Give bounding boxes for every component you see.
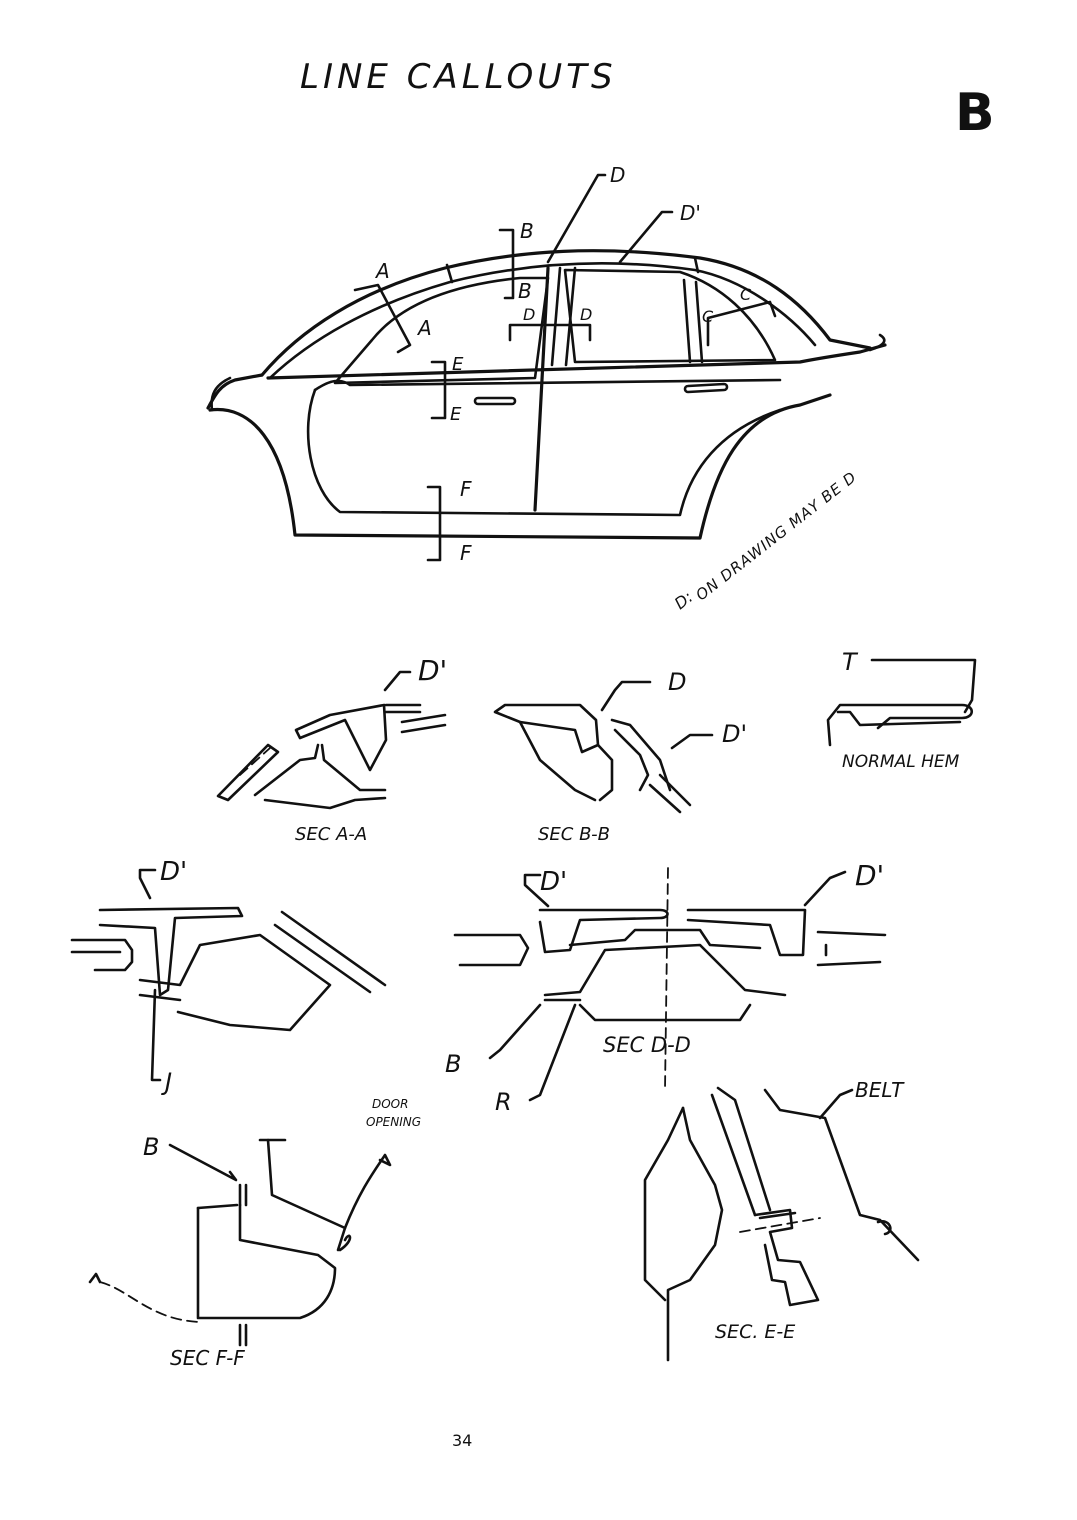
callout-d: D	[610, 163, 625, 187]
normal-hem	[826, 658, 977, 747]
section-j	[70, 868, 387, 1082]
door-note-line2: OPENING	[366, 1115, 421, 1129]
callout-f-bottom: F	[460, 541, 472, 565]
page-title: LINE CALLOUTS	[300, 57, 617, 97]
section-f-f	[88, 1138, 392, 1347]
section-e-e	[643, 1086, 920, 1362]
sec-d-d-callout-left: D'	[540, 867, 567, 897]
door-note-line1: DOOR	[372, 1097, 408, 1111]
callout-c-small-left: C	[702, 307, 714, 326]
sec-j-callout-j: J	[161, 1068, 172, 1096]
sec-b-b-callout-d: D	[668, 668, 686, 696]
section-a-a	[216, 670, 447, 810]
sec-a-a-label: SEC A-A	[295, 824, 367, 845]
sec-d-d-callout-right: D'	[855, 859, 884, 892]
section-d-d	[453, 867, 887, 1102]
callout-d-small-left: D	[523, 305, 535, 324]
section-b-b	[493, 680, 714, 814]
callout-c-small-right: C	[740, 285, 752, 304]
sec-b-b-label: SEC B-B	[538, 824, 610, 845]
sec-a-a-callout: D'	[418, 654, 447, 687]
sec-d-d-callout-r: R	[495, 1088, 512, 1116]
callout-d-small-right: D	[580, 305, 592, 324]
normal-hem-label: NORMAL HEM	[842, 752, 960, 772]
sec-e-e-label: SEC. E-E	[715, 1321, 795, 1343]
callout-a-bottom: A	[416, 316, 432, 340]
sec-f-f-callout-b: B	[143, 1133, 159, 1161]
note-text: ON DRAWING MAY BE D	[692, 468, 860, 605]
sec-e-e-callout-belt: BELT	[855, 1078, 905, 1102]
sec-d-d-callout-b: B	[445, 1050, 461, 1078]
normal-hem-callout: T	[842, 648, 859, 676]
page-number: 34	[452, 1431, 472, 1450]
car-side-view	[206, 173, 887, 562]
callout-d-prime: D'	[680, 201, 701, 225]
callout-b-top: B	[520, 219, 534, 243]
callout-a-top: A	[374, 259, 390, 283]
callout-f-top: F	[460, 477, 472, 501]
callout-e-bottom: E	[450, 404, 462, 425]
sec-j-callout-d-prime: D'	[160, 857, 187, 887]
sec-d-d-label: SEC D-D	[603, 1033, 691, 1057]
sec-b-b-callout-d-prime: D'	[722, 720, 747, 748]
callout-b-bottom: B	[518, 279, 532, 303]
sheet-letter: B	[955, 83, 995, 143]
sec-f-f-label: SEC F-F	[170, 1346, 245, 1370]
callout-e-top: E	[452, 354, 464, 375]
